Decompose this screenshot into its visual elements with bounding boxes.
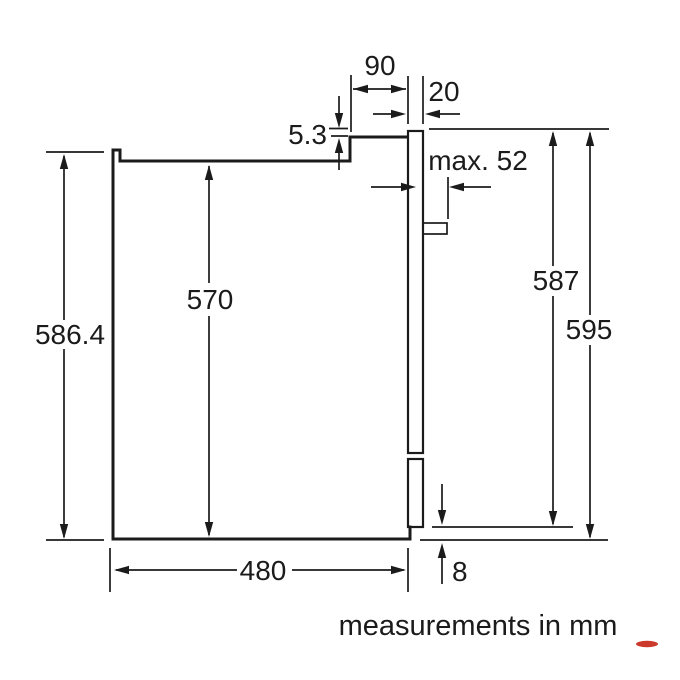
side-bracket — [422, 222, 448, 235]
dimension-586-4: 586.4 — [35, 151, 105, 541]
red-logo-mark — [636, 640, 658, 648]
dimension-587: 587 — [429, 128, 609, 528]
arrowhead-up-icon — [334, 138, 344, 153]
arrowhead-right-icon — [391, 109, 406, 119]
dimension-label-480: 480 — [240, 555, 287, 586]
arrowhead-right-icon — [391, 84, 406, 94]
dimension-label-20: 20 — [428, 76, 459, 107]
arrowhead-left-icon — [353, 84, 368, 94]
dimension-480: 480 — [109, 548, 409, 592]
dimension-20: 20 — [373, 76, 460, 124]
dimension-label-587: 587 — [533, 265, 580, 296]
dimension-595: 595 — [420, 131, 613, 541]
arrowhead-down-icon — [585, 524, 595, 539]
dimension-label-595: 595 — [566, 314, 613, 345]
cabinet-body-outline — [111, 135, 412, 541]
arrowhead-down-icon — [334, 113, 344, 128]
dimension-label-5-3: 5.3 — [288, 119, 327, 150]
arrowhead-right-icon — [401, 182, 416, 192]
dimension-5-3: 5.3 — [288, 96, 348, 170]
arrowhead-down-icon — [204, 522, 214, 537]
dimension-label-586-4: 586.4 — [35, 319, 105, 350]
arrowhead-down-icon — [437, 510, 447, 525]
dimension-label-max-52: max. 52 — [428, 145, 528, 176]
arrowhead-left-icon — [114, 565, 129, 575]
arrowhead-up-icon — [548, 131, 558, 146]
arrowhead-left-icon — [425, 109, 440, 119]
arrowhead-up-icon — [585, 131, 595, 146]
dimension-90: 90 — [350, 50, 409, 132]
dimension-8: 8 — [437, 484, 468, 587]
arrowhead-up-icon — [437, 543, 447, 558]
front-panel-lower — [406, 457, 425, 529]
arrowhead-right-icon — [391, 565, 406, 575]
arrowhead-left-icon — [449, 182, 464, 192]
dimension-label-8: 8 — [452, 556, 468, 587]
dimension-570: 570 — [187, 165, 234, 537]
arrowhead-down-icon — [59, 524, 69, 539]
dimension-label-570: 570 — [187, 284, 234, 315]
arrowhead-up-icon — [204, 165, 214, 180]
dimension-max-52: max. 52 — [371, 145, 528, 219]
footer-note: measurements in mm — [339, 610, 618, 642]
arrowhead-up-icon — [59, 154, 69, 169]
arrowhead-down-icon — [548, 511, 558, 526]
front-panel-upper — [406, 129, 425, 455]
dimension-label-90: 90 — [364, 50, 395, 81]
appliance-outline — [111, 129, 448, 541]
